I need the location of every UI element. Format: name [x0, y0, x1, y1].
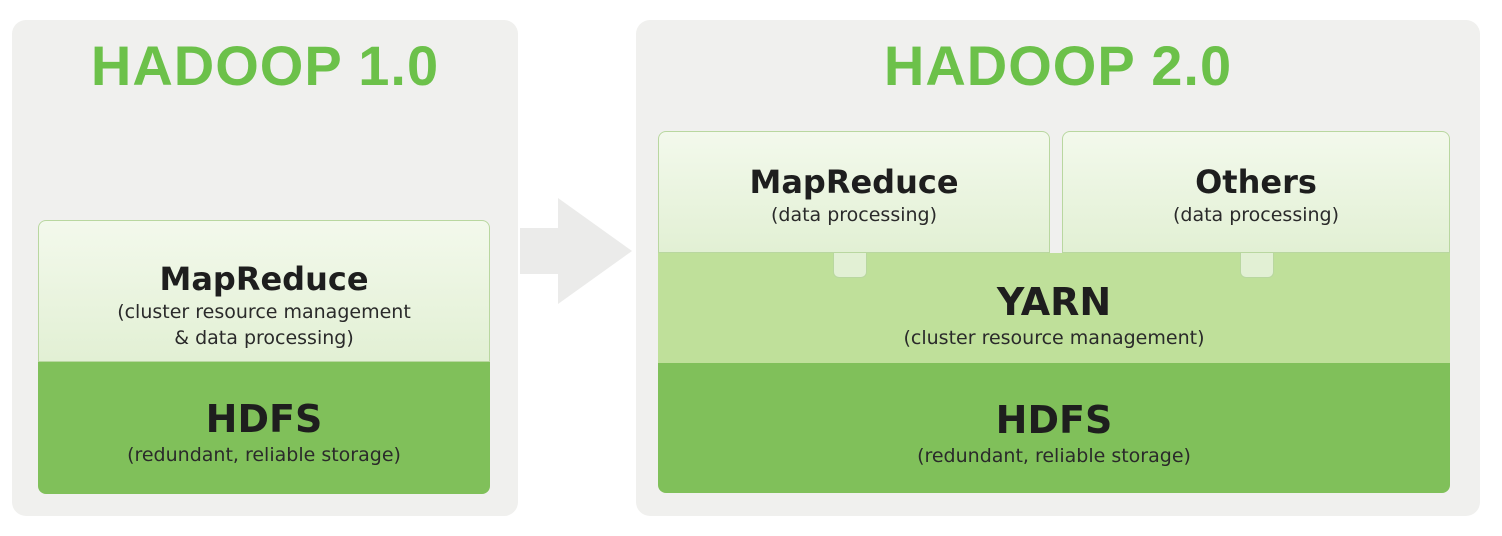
hadoop1-hdfs-name: HDFS — [205, 397, 323, 441]
hadoop2-hdfs-name: HDFS — [995, 398, 1113, 442]
hadoop1-mapreduce-description: (cluster resource management & data proc… — [117, 301, 411, 349]
hadoop1-hdfs-layer: HDFS (redundant, reliable storage) — [38, 362, 490, 494]
right-arrow-icon — [520, 198, 632, 304]
hadoop1-mapreduce-layer: MapReduce (cluster resource management &… — [38, 220, 490, 362]
hadoop2-yarn-description: (cluster resource management) — [903, 327, 1205, 349]
hadoop2-others-description: (data processing) — [1172, 204, 1340, 226]
hadoop2-others-name: Others — [1195, 163, 1317, 201]
others-connector-tab — [1240, 253, 1274, 278]
hadoop1-title: HADOOP 1.0 — [90, 34, 440, 97]
hadoop2-yarn-name: YARN — [996, 280, 1112, 324]
hadoop2-mapreduce-layer: MapReduce (data processing) — [658, 131, 1050, 253]
hadoop2-hdfs-layer: HDFS (redundant, reliable storage) — [658, 363, 1450, 493]
mapreduce-connector-tab — [833, 253, 867, 278]
hadoop1-hdfs-description: (redundant, reliable storage) — [127, 444, 401, 466]
hadoop2-title: HADOOP 2.0 — [883, 34, 1233, 97]
hadoop2-mapreduce-description: (data processing) — [770, 204, 938, 226]
hadoop2-mapreduce-name: MapReduce — [749, 163, 959, 201]
hadoop1-mapreduce-name: MapReduce — [159, 260, 369, 298]
hadoop2-yarn-layer: YARN (cluster resource management) — [658, 253, 1450, 363]
hadoop2-others-layer: Others (data processing) — [1062, 131, 1450, 253]
hadoop2-hdfs-description: (redundant, reliable storage) — [917, 445, 1191, 467]
